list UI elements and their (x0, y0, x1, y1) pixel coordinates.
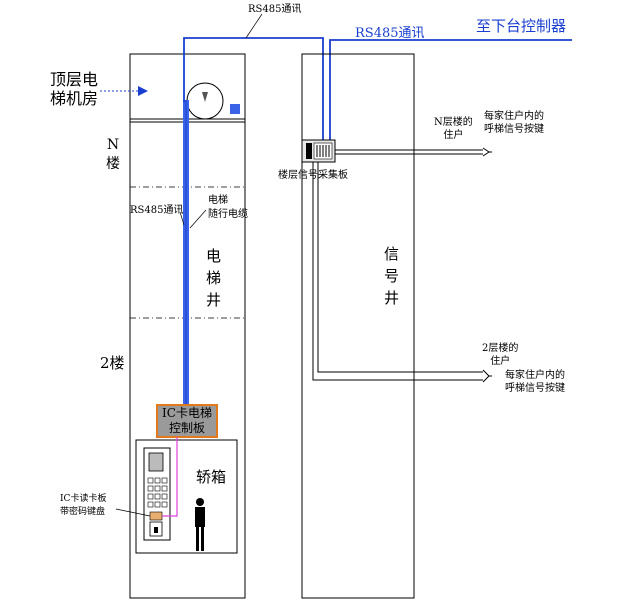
floor2-residents-label: 2层楼的 住户 (482, 343, 519, 367)
floor2-call-buttons-label: 每家住户内的 呼梯信号按键 (505, 370, 565, 394)
rs485-line (183, 37, 324, 140)
rs485-left-label: RS485通讯 (130, 205, 184, 216)
ic-controller-label: IC卡电梯 控制板 (162, 406, 212, 435)
car-operating-panel (143, 447, 171, 541)
n-call-buttons-label: 每家住户内的 呼梯信号按键 (484, 111, 544, 135)
n-floor-label: N 楼 (106, 137, 120, 172)
rs485-mid-label: RS485通讯 (355, 26, 425, 41)
elevator-shaft (129, 53, 246, 599)
to-next-controller-label: 至下台控制器 (476, 17, 567, 35)
traveling-cable-label: 电梯 随行电缆 (208, 195, 248, 220)
ic-card-controller (156, 404, 218, 438)
top-machine-room-label: 顶层电 梯机房 (50, 70, 99, 108)
passenger-icon (195, 498, 205, 551)
rs485-top-label: RS485通讯 (248, 4, 302, 15)
collector-board-label: 楼层信号采集板 (278, 170, 348, 181)
rs485-line-next (329, 39, 572, 140)
n-floor-residents-label: N层楼的 住户 (434, 117, 473, 141)
signal-shaft (301, 53, 415, 599)
floor2-wire (312, 162, 483, 381)
machine-unit-icon (230, 104, 240, 114)
car-label: 轿箱 (196, 468, 227, 486)
elevator-shaft-label: 电 梯 井 (206, 247, 222, 309)
signal-shaft-label: 信 号 井 (384, 245, 400, 307)
card-reader-label: IC卡读卡板 带密码键盘 (60, 494, 107, 517)
elevator-car (135, 439, 238, 554)
card-reader-wire (162, 437, 178, 517)
floor2-label: 2楼 (100, 354, 125, 372)
